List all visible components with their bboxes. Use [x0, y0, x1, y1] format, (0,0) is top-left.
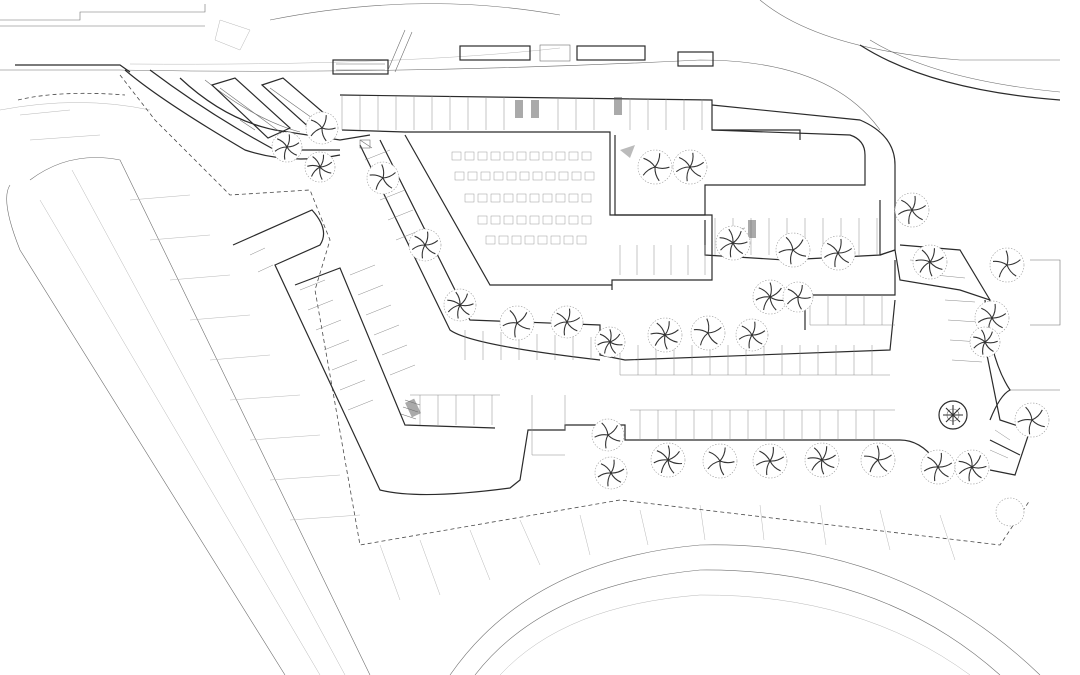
tree-symbol-icon — [820, 235, 856, 271]
parking-bays — [249, 95, 1011, 459]
tree-symbol-icon — [752, 279, 788, 315]
tree-symbol-icon — [954, 449, 990, 485]
tree-symbol-icon — [594, 456, 628, 490]
tree-symbol-icon — [271, 131, 303, 163]
tree-symbol-icon — [650, 442, 686, 478]
tree-symbol-icon — [969, 326, 1001, 358]
tree-symbol-icon — [304, 151, 336, 183]
tree-symbol-icon — [550, 305, 584, 339]
tree-symbol-icon — [305, 111, 339, 145]
tree-symbol-icon — [690, 315, 726, 351]
tree-symbol-icon — [860, 442, 896, 478]
street-planters — [332, 29, 714, 75]
tree-symbol-icon — [443, 288, 477, 322]
tree-symbol-icon — [1014, 402, 1050, 438]
tree-symbol-icon — [894, 192, 930, 228]
tree-symbol-icon — [995, 497, 1025, 527]
roundabout-icon — [938, 400, 968, 430]
tree-symbol-icon — [499, 305, 535, 341]
tree-symbol-icon — [775, 232, 811, 268]
tree-symbol-icon — [804, 442, 840, 478]
tree-symbol-icon — [989, 247, 1025, 283]
parking-outline — [124, 69, 1031, 496]
tree-symbol-icon — [782, 281, 814, 313]
tree-symbol-icon — [715, 225, 751, 261]
site-boundary — [119, 74, 1031, 546]
accessible-parking-icon — [405, 97, 756, 418]
site-boundary-north — [17, 92, 126, 101]
tree-symbol-icon — [974, 300, 1010, 336]
tree-symbol-icon — [920, 449, 956, 485]
tree-symbol-icon — [647, 317, 683, 353]
central-building-grid — [451, 151, 595, 245]
tree-symbol-icon — [912, 244, 948, 280]
tree-symbol-icon — [702, 443, 738, 479]
tree-symbol-icon — [735, 318, 769, 352]
tree-symbol-icon — [408, 228, 442, 262]
tree-symbol-icon — [752, 443, 788, 479]
tree-symbol-icon — [594, 326, 626, 358]
tree-symbol-icon — [637, 149, 673, 185]
trees — [271, 111, 1050, 490]
tree-symbol-icon — [591, 418, 625, 452]
tree-symbol-icon — [366, 161, 400, 195]
tree-symbol-icon — [672, 149, 708, 185]
